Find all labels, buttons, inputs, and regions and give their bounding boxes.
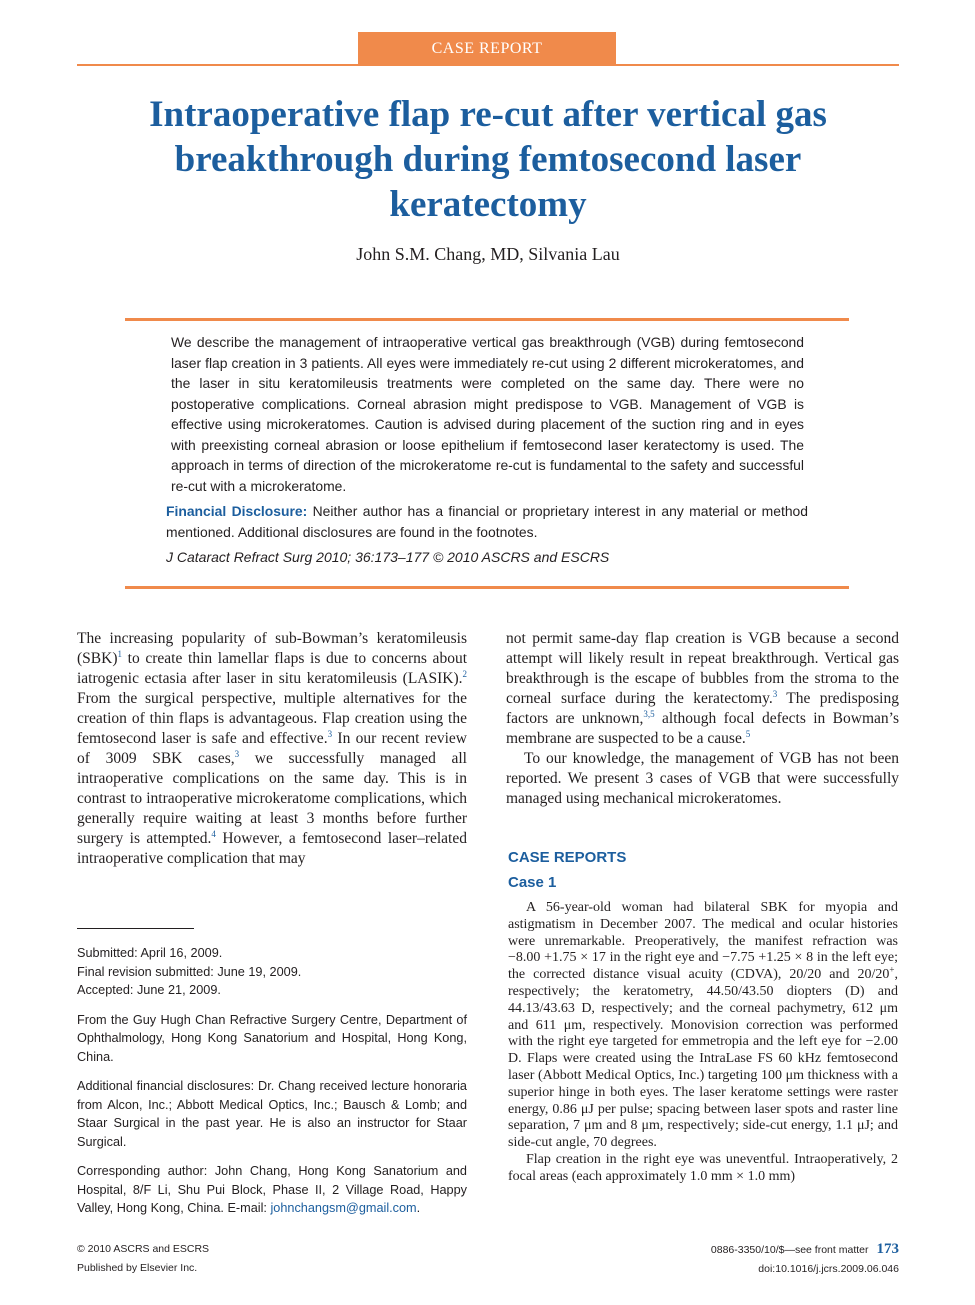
corresponding-author: Corresponding author: John Chang, Hong K… — [77, 1162, 467, 1218]
case-1-paragraph-1: A 56-year-old woman had bilateral SBK fo… — [508, 900, 898, 1152]
financial-disclosure: Financial Disclosure: Neither author has… — [166, 501, 808, 542]
body-text: A 56-year-old woman had bilateral SBK fo… — [508, 900, 898, 983]
reference-link[interactable]: 3 — [772, 688, 778, 699]
article-title: Intraoperative flap re-cut after vertica… — [77, 92, 899, 227]
date-submitted: Submitted: April 16, 2009. — [77, 946, 223, 960]
abstract-top-rule — [125, 318, 849, 321]
title-line-2: breakthrough during femtosecond laser — [174, 139, 802, 180]
body-column-right: not permit same-day flap creation is VGB… — [506, 629, 899, 809]
affiliation: From the Guy Hugh Chan Refractive Surger… — [77, 1012, 467, 1064]
issn-line: 0886-3350/10/$—see front matter 173 — [650, 1240, 899, 1260]
journal-citation: J Cataract Refract Surg 2010; 36:173–177… — [166, 549, 610, 565]
superscript-plus: + — [889, 964, 895, 975]
doi[interactable]: doi:10.1016/j.jcrs.2009.06.046 — [758, 1263, 899, 1275]
heading-case-1: Case 1 — [508, 874, 557, 891]
reference-link[interactable]: 1 — [117, 648, 122, 659]
intro-paragraph-continued: not permit same-day flap creation is VGB… — [506, 629, 899, 749]
intro-paragraph-2: To our knowledge, the management of VGB … — [506, 750, 899, 807]
heading-case-reports: CASE REPORTS — [508, 849, 627, 866]
title-line-1: Intraoperative flap re-cut after vertica… — [149, 94, 827, 135]
page-number: 173 — [876, 1241, 900, 1257]
body-text: However, a femtosecond laser–related int… — [77, 830, 467, 867]
intro-paragraph: The increasing popularity of sub-Bowman’… — [77, 629, 467, 869]
date-accepted: Accepted: June 21, 2009. — [77, 983, 221, 997]
financial-disclosure-label: Financial Disclosure: — [166, 503, 308, 519]
submission-dates: Submitted: April 16, 2009. Final revisio… — [77, 944, 467, 1000]
footer-right: 0886-3350/10/$—see front matter 173 doi:1… — [650, 1240, 899, 1279]
footer-left: © 2010 ASCRS and ESCRS Published by Else… — [77, 1240, 209, 1278]
title-line-3: keratectomy — [389, 184, 587, 225]
reference-link[interactable]: 3,5 — [643, 708, 655, 719]
case-1-paragraph-2: Flap creation in the right eye was uneve… — [508, 1151, 898, 1184]
body-text: we successfully managed all intraoperati… — [77, 750, 467, 847]
body-text: to create thin lamellar flaps is due to … — [77, 650, 467, 687]
body-text: In our recent review of 3009 SBK cases, — [77, 730, 467, 767]
body-text: The increasing popularity of sub-Bowman’… — [77, 630, 467, 667]
financial-disclosure-text: Neither author has a financial or propri… — [166, 503, 808, 540]
corresponding-author-end: . — [416, 1201, 421, 1215]
body-text: The predisposing factors are unknown, — [506, 690, 899, 727]
abstract-text: We describe the management of intraopera… — [171, 334, 804, 494]
copyright: © 2010 ASCRS and ESCRS — [77, 1243, 210, 1255]
section-label: CASE REPORT — [358, 32, 616, 65]
body-text: although focal defects in Bowman’s membr… — [506, 710, 899, 747]
publisher: Published by Elsevier Inc. — [77, 1262, 198, 1274]
reference-link[interactable]: 5 — [745, 728, 751, 739]
body-column-left: The increasing popularity of sub-Bowman’… — [77, 629, 467, 869]
reference-link[interactable]: 2 — [462, 668, 468, 679]
header-rule — [77, 64, 899, 66]
additional-disclosures: Additional financial disclosures: Dr. Ch… — [77, 1079, 467, 1149]
reference-link[interactable]: 4 — [211, 828, 216, 839]
case-1-text: A 56-year-old woman had bilateral SBK fo… — [508, 900, 898, 1186]
reference-link[interactable]: 3 — [327, 728, 333, 739]
footnotes: Submitted: April 16, 2009. Final revisio… — [77, 944, 467, 1229]
body-text: not permit same-day flap creation is VGB… — [506, 630, 899, 707]
date-revised: Final revision submitted: June 19, 2009. — [77, 964, 302, 979]
body-text: From the surgical perspective, multiple … — [77, 690, 467, 747]
issn: 0886-3350/10/$—see front matter — [710, 1244, 869, 1256]
abstract-bottom-rule — [125, 586, 849, 589]
email-link[interactable]: johnchangsm@gmail.com — [270, 1201, 417, 1215]
footnote-rule — [77, 928, 194, 929]
author-list: John S.M. Chang, MD, Silvania Lau — [356, 244, 620, 264]
body-text: , respectively; the keratometry, 44.50/4… — [508, 967, 898, 1151]
corresponding-author-text: Corresponding author: John Chang, Hong K… — [77, 1164, 467, 1215]
reference-link[interactable]: 3 — [234, 748, 240, 759]
